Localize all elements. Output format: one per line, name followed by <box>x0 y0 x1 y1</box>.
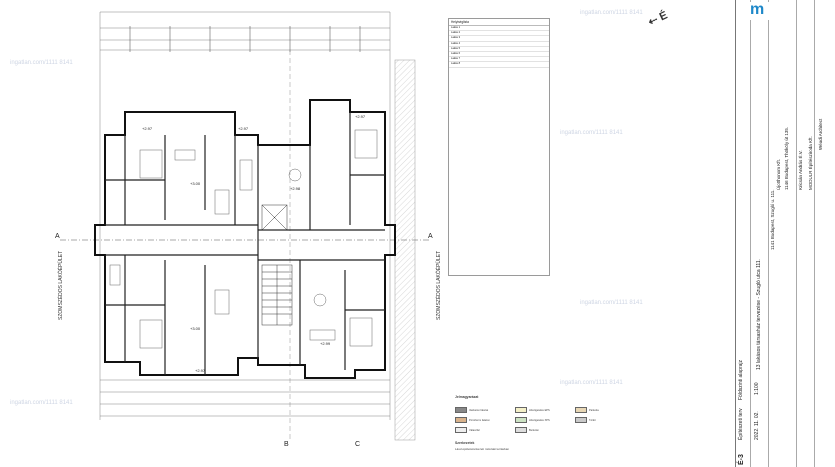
watermark: ingatlan.com/1111 8141 <box>10 400 73 406</box>
row-label: Lakás 3 <box>451 36 461 40</box>
owner-address: 1146 Budapest, Thököly út 135. <box>784 126 789 190</box>
neighbour-label: SZOMSZÉDOS LAKÓÉPÜLET <box>435 251 442 320</box>
section-mark: B <box>284 441 289 448</box>
key-item: Hőszigetelés EPS <box>515 407 550 413</box>
table-row: Lakás 2 <box>449 31 549 37</box>
table-row: Lakás 5 <box>449 47 549 52</box>
row-label: Lakás 8 <box>451 62 461 66</box>
sheet-name: Földszinti alaprajz <box>738 359 744 400</box>
table-row: Lakás 6 <box>449 51 549 58</box>
key-item: Vasbeton falazat <box>455 407 488 413</box>
owner: Újotthonom Kft. <box>776 158 781 190</box>
key-item: Burkolat <box>515 427 539 433</box>
row-label: Lakás 1 <box>451 26 461 29</box>
row-label: Lakás 5 <box>451 46 461 50</box>
key-footer-title: Szerkezetek <box>455 441 475 445</box>
level-label: +2.98 <box>290 186 301 191</box>
row-label: Lakás 7 <box>451 57 461 61</box>
watermark: ingatlan.com/1111 8141 <box>560 130 623 136</box>
level-label: +2.97 <box>238 126 249 131</box>
watermark: ingatlan.com/1111 8141 <box>10 60 73 66</box>
level-label: +3.00 <box>190 326 201 331</box>
key-item: Hőszigetelés XPS <box>515 417 550 423</box>
watermark: ingatlan.com/1111 8141 <box>580 10 643 16</box>
north-arrow-icon: ⇠ É <box>646 9 670 29</box>
table-row: Lakás 7 <box>449 57 549 63</box>
designer: Kricsán András É.V. <box>798 150 803 190</box>
level-label: +2.99 <box>320 341 331 346</box>
floor-plan: +2.97 +2.97 +3.00 +3.00 +2.97 +2.97 +2.9… <box>55 11 442 448</box>
key-title: Jelmagyarázat <box>455 395 479 399</box>
table-row: Lakás 8 <box>449 62 549 68</box>
section-mark: A <box>55 233 60 240</box>
project-title: 13 lakásos társasház tervezése - Szugló … <box>756 259 762 370</box>
row-label: Lakás 4 <box>451 41 461 45</box>
key-item: Térkő <box>575 417 596 423</box>
neighbour-label: SZOMSZÉDOS LAKÓÉPÜLET <box>57 251 64 320</box>
row-label: Lakás 2 <box>451 31 461 35</box>
plan-type: Építészeti terv <box>738 408 744 440</box>
sheet-number: É-3 <box>738 454 745 465</box>
key-footer-text: Lásd épületszerkezeti műszaki leírásban <box>455 447 510 451</box>
date: 2022. 11. 02. <box>754 411 760 440</box>
scale: 1:100 <box>754 382 760 395</box>
level-label: +2.97 <box>142 126 153 131</box>
key-item: Parketta <box>575 407 599 413</box>
row-label: Lakás 6 <box>451 51 461 55</box>
table-row: Lakás 3 <box>449 36 549 42</box>
key-item: Válaszfal <box>455 427 480 433</box>
level-label: +3.00 <box>190 181 201 186</box>
firm-logo: m <box>750 2 772 20</box>
table-title: Helyiséglista <box>449 19 549 26</box>
level-label: +2.97 <box>355 114 366 119</box>
key-item: Porotherm falazat <box>455 417 489 423</box>
section-mark: A <box>428 233 433 240</box>
office: Wéadi Architect <box>818 118 823 150</box>
section-mark: C <box>355 441 360 448</box>
watermark: ingatlan.com/1111 8141 <box>560 380 623 386</box>
firm: MODULR Építésziroda Kft. <box>808 136 813 190</box>
table-row: Lakás 4 <box>449 42 549 47</box>
legend-key: Jelmagyarázat Vasbeton falazat Porotherm… <box>455 395 635 467</box>
address: 1141 Budapest, Szugló u. 111. <box>770 189 775 250</box>
level-label: +2.97 <box>195 368 206 373</box>
title-block: É-3 Építészeti terv 2022. 11. 02. 1:100 … <box>735 0 835 467</box>
table-row: Lakás 1 <box>449 26 549 32</box>
watermark: ingatlan.com/1111 8141 <box>580 300 643 306</box>
